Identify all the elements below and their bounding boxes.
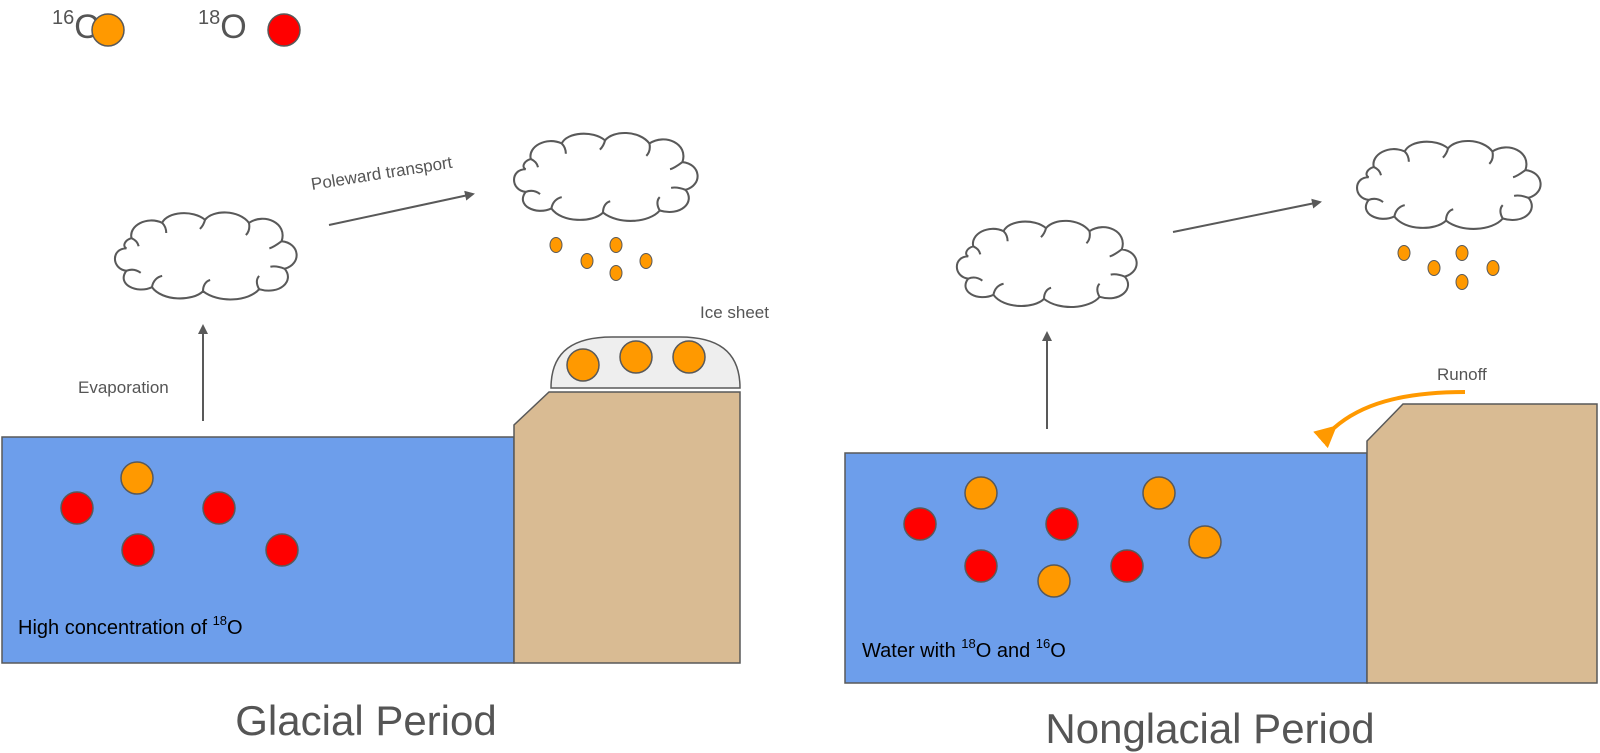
cloud-icon xyxy=(512,131,699,222)
nonglacial-ocean xyxy=(844,452,1368,684)
poleward-transport-arrow xyxy=(1172,198,1322,233)
ocean-o18-molecule xyxy=(1045,507,1079,541)
ice-o16-molecule xyxy=(619,340,653,374)
precipitation-drop xyxy=(609,265,623,281)
ocean-o18-molecule xyxy=(121,533,155,567)
legend-o18-label: 18O xyxy=(198,7,247,46)
ocean-o16-molecule xyxy=(1037,564,1071,598)
cloud-icon xyxy=(113,211,298,301)
precipitation-drop xyxy=(1427,260,1441,276)
precipitation-drop xyxy=(1455,245,1469,261)
ocean-o16-molecule xyxy=(120,461,154,495)
precipitation-drop xyxy=(580,253,594,269)
ocean-o18-molecule xyxy=(265,533,299,567)
ice-o16-molecule xyxy=(672,340,706,374)
ocean-o16-molecule xyxy=(1188,525,1222,559)
ocean-o18-molecule xyxy=(1110,549,1144,583)
ocean-o18-molecule xyxy=(903,507,937,541)
glacial-land xyxy=(513,391,741,664)
precipitation-drop xyxy=(1455,274,1469,290)
ocean-o16-molecule xyxy=(964,476,998,510)
legend-o18-swatch xyxy=(267,13,301,47)
ocean-o18-molecule xyxy=(964,549,998,583)
poleward-transport-label: Poleward transport xyxy=(310,153,454,194)
runoff-arrow xyxy=(1313,390,1466,449)
precipitation-drop xyxy=(549,237,563,253)
glacial-period-title: Glacial Period xyxy=(235,697,496,744)
evaporation-label: Evaporation xyxy=(78,378,169,397)
cloud-icon xyxy=(955,219,1138,309)
nonglacial-land xyxy=(1366,403,1598,684)
legend-o18: 18O xyxy=(198,7,301,47)
precipitation-drop xyxy=(1397,245,1411,261)
glacial-ocean xyxy=(1,436,515,664)
legend-o16-swatch xyxy=(91,13,125,47)
cloud-icon xyxy=(1355,139,1542,230)
precipitation-drop xyxy=(1486,260,1500,276)
ocean-o18-molecule xyxy=(202,491,236,525)
ocean-o18-molecule xyxy=(60,491,94,525)
glacial-panel: Ice sheet High concentration of 18O Evap… xyxy=(1,131,769,744)
precipitation-drop xyxy=(639,253,653,269)
poleward-transport-arrow xyxy=(328,190,475,226)
nonglacial-period-title: Nonglacial Period xyxy=(1045,705,1374,752)
precipitation-drop xyxy=(609,237,623,253)
nonglacial-water-label: Water with 18O and 16O xyxy=(862,636,1066,662)
legend-o16: 16O xyxy=(52,7,125,47)
ocean-o16-molecule xyxy=(1142,476,1176,510)
glacial-water-label: High concentration of 18O xyxy=(18,613,243,639)
ice-sheet-label: Ice sheet xyxy=(700,303,769,322)
runoff-label: Runoff xyxy=(1437,365,1487,384)
ice-o16-molecule xyxy=(566,348,600,382)
nonglacial-panel: Runoff Water with 18O and 16O Nonglacial… xyxy=(844,139,1598,752)
